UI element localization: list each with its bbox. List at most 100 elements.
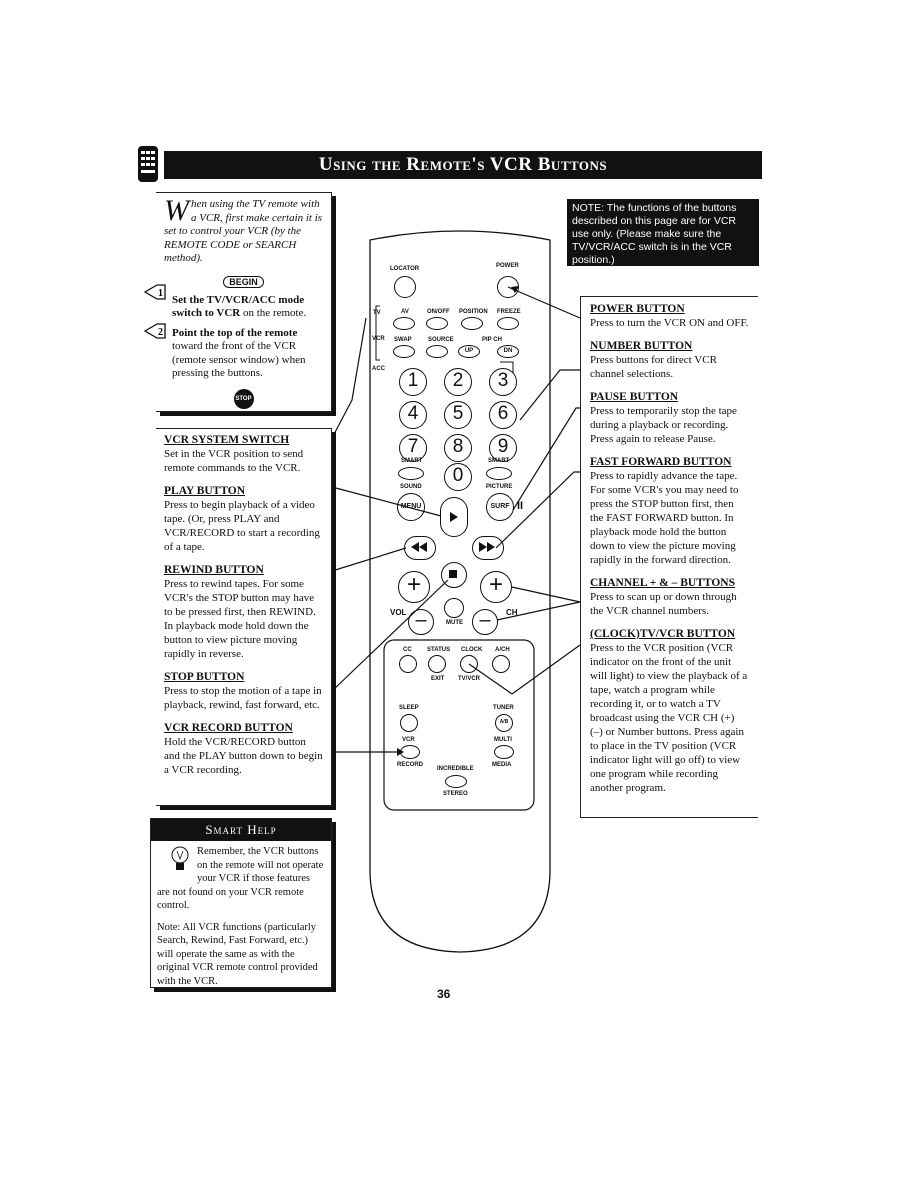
- vol-label: VOL: [390, 608, 407, 617]
- section-title: REWIND BUTTON: [164, 564, 264, 576]
- ch-label: CH: [506, 608, 518, 617]
- section-title: (CLOCK)TV/VCR BUTTON: [590, 628, 736, 640]
- section-title: PLAY BUTTON: [164, 485, 246, 497]
- source-button[interactable]: [426, 345, 448, 358]
- volume-down-button[interactable]: –: [408, 609, 434, 635]
- tuner-label: TUNER: [493, 705, 514, 711]
- channel-up-button[interactable]: +: [480, 571, 512, 603]
- number-8-button[interactable]: 8: [444, 434, 472, 462]
- fast-forward-button[interactable]: [472, 536, 504, 560]
- cc-button[interactable]: [399, 655, 417, 673]
- intro-text: hen using the TV remote with a VCR, firs…: [164, 198, 323, 264]
- step-2-number: 2: [158, 327, 163, 338]
- fast-forward-button-section: FAST FORWARD BUTTON Press to rapidly adv…: [590, 456, 749, 567]
- right-descriptions: POWER BUTTON Press to turn the VCR ON an…: [580, 296, 758, 818]
- incredible-stereo-button[interactable]: [445, 775, 467, 788]
- number-2-button[interactable]: 2: [444, 368, 472, 396]
- power-button[interactable]: [497, 276, 519, 298]
- clock-label: CLOCK: [461, 647, 483, 653]
- clock-tv-vcr-button[interactable]: [460, 655, 478, 673]
- number-0-button[interactable]: 0: [444, 463, 472, 491]
- locator-button[interactable]: [394, 276, 416, 298]
- pip-dn-button[interactable]: DN: [497, 345, 519, 358]
- intro-box: W hen using the TV remote with a VCR, fi…: [156, 192, 332, 412]
- status-label: STATUS: [427, 647, 451, 653]
- rewind-button[interactable]: [404, 536, 436, 560]
- position-button[interactable]: [461, 317, 483, 330]
- vcr-system-switch-section: VCR SYSTEM SWITCH Set in the VCR positio…: [164, 434, 323, 475]
- section-title: FAST FORWARD BUTTON: [590, 456, 732, 468]
- step-1-arrow-icon: 1: [143, 283, 167, 306]
- menu-button[interactable]: MENU: [397, 493, 425, 521]
- pause-button-section: PAUSE BUTTON Press to temporarily stop t…: [590, 391, 749, 446]
- smart-picture-button[interactable]: [486, 467, 512, 480]
- section-body: Press to begin playback of a video tape.…: [164, 499, 320, 553]
- left-descriptions: VCR SYSTEM SWITCH Set in the VCR positio…: [156, 428, 332, 806]
- section-title: PAUSE BUTTON: [590, 391, 679, 403]
- smart-sound-label: SMART: [401, 458, 423, 464]
- lightbulb-icon: [169, 845, 191, 873]
- multi-media-button[interactable]: [494, 745, 514, 759]
- surf-button[interactable]: SURF: [486, 493, 514, 521]
- channel-down-button[interactable]: –: [472, 609, 498, 635]
- number-4-button[interactable]: 4: [399, 401, 427, 429]
- number-5-button[interactable]: 5: [444, 401, 472, 429]
- tv-vcr-label: TV/VCR: [458, 676, 481, 682]
- av-label: AV: [401, 309, 409, 315]
- section-body: Press buttons for direct VCR channel sel…: [590, 354, 717, 380]
- volume-up-button[interactable]: +: [398, 571, 430, 603]
- number-9-button[interactable]: 9: [489, 434, 517, 462]
- acc-mode-label: ACC: [372, 366, 385, 372]
- play-button[interactable]: [440, 497, 468, 537]
- smart-help-text-2: Note: All VCR functions (particularly Se…: [157, 921, 318, 987]
- vcr-mode-label: VCR: [372, 336, 385, 342]
- section-body: Press to stop the motion of a tape in pl…: [164, 685, 322, 711]
- pip-up-button[interactable]: UP: [458, 345, 480, 358]
- number-1-button[interactable]: 1: [399, 368, 427, 396]
- section-body: Set in the VCR position to send remote c…: [164, 448, 304, 474]
- play-icon: [450, 512, 458, 522]
- status-exit-button[interactable]: [428, 655, 446, 673]
- number-3-button[interactable]: 3: [489, 368, 517, 396]
- section-title: STOP BUTTON: [164, 671, 245, 683]
- number-7-button[interactable]: 7: [399, 434, 427, 462]
- ach-label: A/CH: [495, 647, 510, 653]
- channel-buttons-section: CHANNEL + & – BUTTONS Press to scan up o…: [590, 577, 749, 618]
- stop-button[interactable]: [441, 562, 467, 588]
- smart-picture-label: SMART: [488, 458, 510, 464]
- vcr-record-button-section: VCR RECORD BUTTON Hold the VCR/RECORD bu…: [164, 722, 323, 777]
- vcr-button-label: VCR: [402, 737, 415, 743]
- av-button[interactable]: [393, 317, 415, 330]
- section-title: POWER BUTTON: [590, 303, 685, 315]
- smart-help-text-1: Remember, the VCR buttons on the remote …: [157, 846, 324, 911]
- remote-icon: [138, 146, 158, 182]
- stop-icon: [449, 570, 457, 578]
- smart-sound-button[interactable]: [398, 467, 424, 480]
- section-title: VCR SYSTEM SWITCH: [164, 434, 290, 446]
- play-button-section: PLAY BUTTON Press to begin playback of a…: [164, 485, 323, 554]
- tuner-ab-button[interactable]: A/B: [495, 714, 513, 732]
- step-1-number: 1: [158, 288, 163, 299]
- freeze-button[interactable]: [497, 317, 519, 330]
- smart-help-title: Smart Help: [151, 819, 331, 841]
- page-number: 36: [437, 987, 451, 1001]
- tv-mode-label: TV: [373, 310, 381, 316]
- sleep-label: SLEEP: [399, 705, 419, 711]
- onoff-label: ON/OFF: [427, 309, 450, 315]
- ach-button[interactable]: [492, 655, 510, 673]
- rewind-icon: [411, 542, 427, 552]
- pause-label: II: [517, 500, 524, 512]
- page-title: Using the Remote's VCR Buttons: [164, 151, 762, 179]
- number-6-button[interactable]: 6: [489, 401, 517, 429]
- stop-button-section: STOP BUTTON Press to stop the motion of …: [164, 671, 323, 712]
- section-body: Press to rewind tapes. For some VCR's th…: [164, 578, 316, 660]
- vcr-record-button[interactable]: [400, 745, 420, 759]
- freeze-label: FREEZE: [497, 309, 521, 315]
- onoff-button[interactable]: [426, 317, 448, 330]
- power-label: POWER: [496, 263, 519, 269]
- sleep-button[interactable]: [400, 714, 418, 732]
- mute-button[interactable]: [444, 598, 464, 618]
- fast-forward-icon: [479, 542, 495, 552]
- number-button-section: NUMBER BUTTON Press buttons for direct V…: [590, 340, 749, 381]
- swap-button[interactable]: [393, 345, 415, 358]
